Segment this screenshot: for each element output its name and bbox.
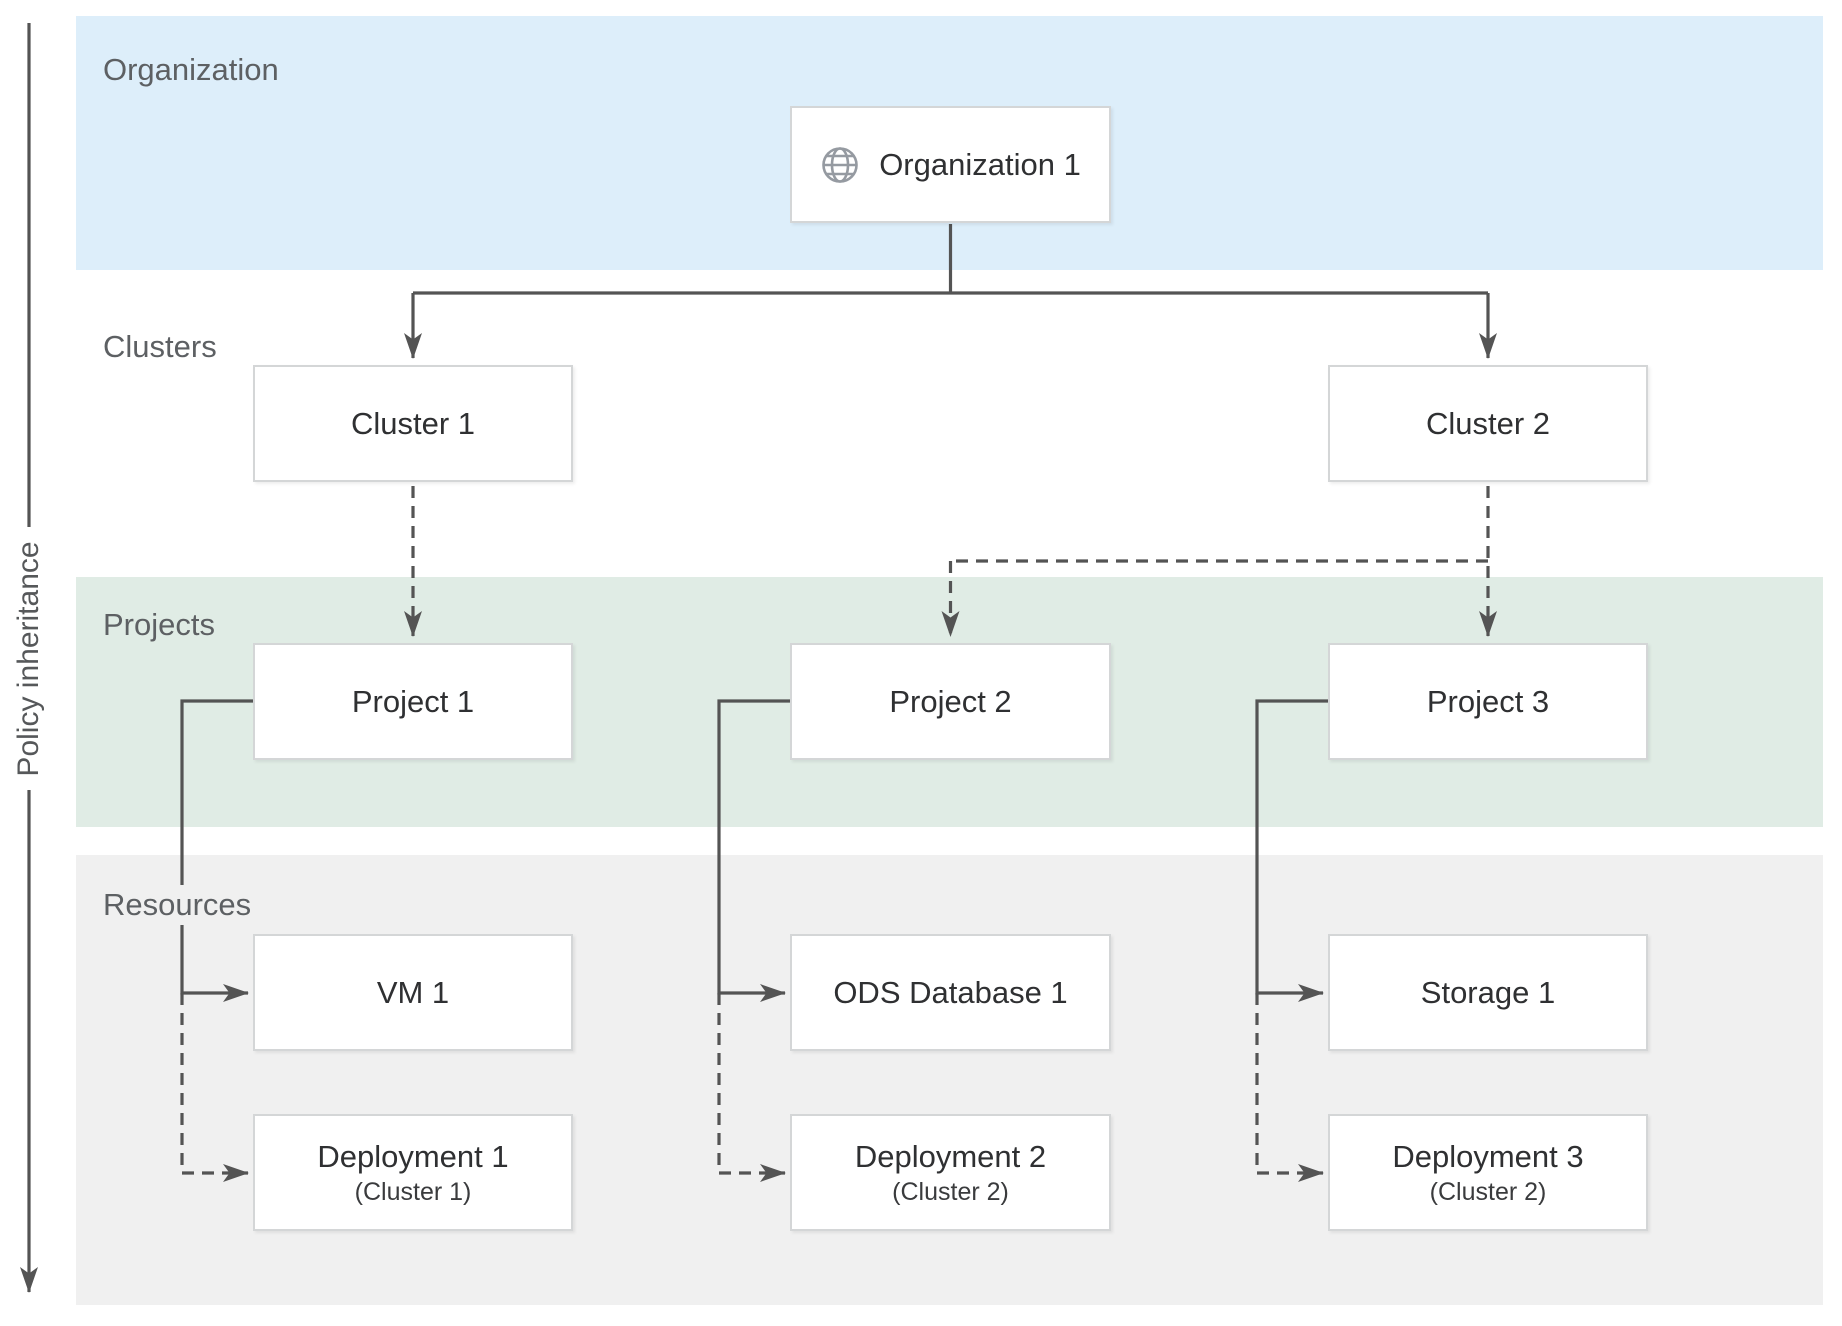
band-label-projects: Projects [103,607,215,642]
policy-inheritance-label: Policy inheritance [12,541,45,777]
band-label-resources: Resources [103,885,268,925]
node-cluster-1: Cluster 1 [253,365,573,482]
node-vm-1: VM 1 [253,934,573,1051]
node-label: VM 1 [376,974,450,1010]
node-sublabel: (Cluster 2) [1429,1177,1547,1206]
node-label: Storage 1 [1420,974,1556,1010]
node-label: ODS Database 1 [833,974,1068,1010]
node-label: Project 3 [1426,683,1550,719]
node-label: Cluster 1 [350,405,476,441]
band-label-clusters: Clusters [103,329,217,364]
band-label-organization: Organization [103,52,279,87]
node-organization-1: Organization 1 [790,106,1111,223]
node-label: Deployment 3 [1392,1138,1584,1174]
node-project-1: Project 1 [253,643,573,760]
node-sublabel: (Cluster 2) [892,1177,1009,1206]
node-storage-1: Storage 1 [1328,934,1648,1051]
node-label: Deployment 1 [317,1138,509,1174]
node-label: Cluster 2 [1425,405,1551,441]
node-project-3: Project 3 [1328,643,1648,760]
node-ods-database-1: ODS Database 1 [790,934,1111,1051]
node-deployment-1: Deployment 1 (Cluster 1) [253,1114,573,1231]
node-sublabel: (Cluster 1) [354,1177,472,1206]
node-deployment-2: Deployment 2 (Cluster 2) [790,1114,1111,1231]
node-deployment-3: Deployment 3 (Cluster 2) [1328,1114,1648,1231]
band-resources [76,855,1823,1305]
node-label: Organization 1 [879,146,1081,182]
node-cluster-2: Cluster 2 [1328,365,1648,482]
node-label: Project 1 [351,683,475,719]
globe-icon [822,146,858,183]
node-label: Deployment 2 [854,1138,1047,1174]
node-project-2: Project 2 [790,643,1111,760]
node-label: Project 2 [889,683,1012,719]
